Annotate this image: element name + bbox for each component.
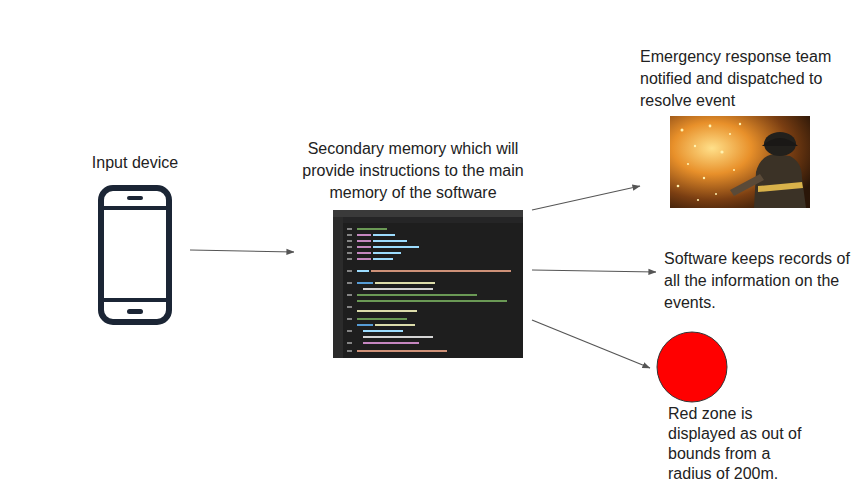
firefighter-photo (670, 116, 810, 208)
node-label: Input device (80, 152, 190, 174)
flow-arrow (532, 186, 640, 210)
secondary-memory-node: Secondary memory which will provide inst… (294, 138, 532, 358)
node-shape (654, 330, 820, 404)
node-shape (333, 210, 532, 358)
node-shape (670, 116, 852, 208)
input-device-node: Input device (80, 152, 190, 326)
red-zone-node: Red zone is displayed as out of bounds f… (650, 330, 820, 484)
flow-arrow (190, 250, 294, 252)
node-label: Red zone is displayed as out of bounds f… (668, 404, 816, 484)
node-label: Secondary memory which will provide inst… (294, 138, 532, 204)
phone-icon (95, 184, 175, 326)
node-label: Emergency response team notified and dis… (640, 46, 852, 112)
node-label: Software keeps records of all the inform… (664, 248, 858, 314)
node-shape (95, 184, 190, 326)
code-screenshot (333, 210, 523, 358)
red-zone-circle (654, 330, 730, 404)
flow-arrow (532, 270, 656, 272)
emergency-response-node: Emergency response team notified and dis… (640, 46, 852, 208)
records-node: Software keeps records of all the inform… (656, 248, 860, 314)
flow-arrow (532, 320, 650, 368)
